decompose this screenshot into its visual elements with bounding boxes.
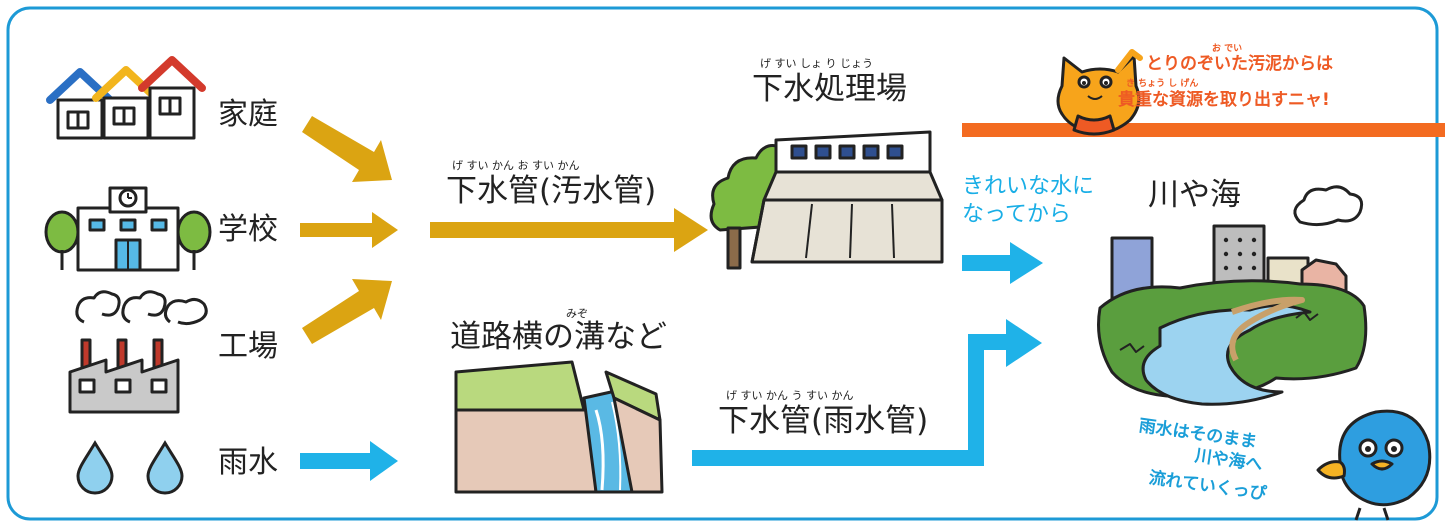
destination-label: 川や海 [1148,177,1241,213]
cat-speech-line1: とりのぞいた汚泥からは [1146,54,1333,74]
cat-speech-line2-ruby: き ちょう し げん [1126,79,1199,89]
roadside-ditch-icon [454,360,664,494]
houses-icon [46,56,206,140]
arrow-sewer [430,208,708,252]
clean-water-note-line2: なってから [962,202,1071,227]
arrow-houses [302,116,392,182]
source-label-rainwater: 雨水 [218,445,278,480]
arrow-school [300,212,398,248]
arrow-clean-water [962,242,1043,284]
speech-bar [962,123,1445,137]
factory-icon [68,290,208,414]
storm-sewer-ruby: げ すい かん う すい かん [726,389,854,402]
river-sea-scene-icon [1097,185,1368,406]
raindrops-icon [76,440,184,495]
clean-water-note-line1: きれいな水に [962,174,1095,199]
storm-sewer-label: 下水管(雨水管) [718,403,929,439]
sewage-arrows [300,116,708,344]
treatment-plant-icon [709,130,944,270]
arrow-rain [300,441,398,481]
arrow-storm-sewer [692,319,1042,466]
roadside-ditch-label: 道路横の溝など [450,319,667,355]
treatment-plant-ruby: げ すい しょ り じょう [760,57,873,70]
sewage-sewer-label: 下水管(汚水管) [446,173,657,209]
cat-speech-line1-ruby: お でい [1212,44,1243,54]
bird-character-icon [1316,409,1432,521]
roadside-ditch-ruby: みぞ [566,307,588,320]
source-label-factory: 工場 [218,329,278,364]
treatment-plant-label: 下水処理場 [752,71,907,107]
school-icon [44,186,212,272]
source-label-home: 家庭 [218,97,278,132]
cat-character-icon [1056,49,1143,136]
rain-arrows [300,242,1043,481]
sewage-sewer-ruby: げ すい かん お すい かん [452,159,580,172]
source-label-school: 学校 [218,212,278,247]
arrow-factory [302,279,392,344]
cat-speech-line2: 貴重な資源を取り出すニャ! [1118,90,1330,110]
